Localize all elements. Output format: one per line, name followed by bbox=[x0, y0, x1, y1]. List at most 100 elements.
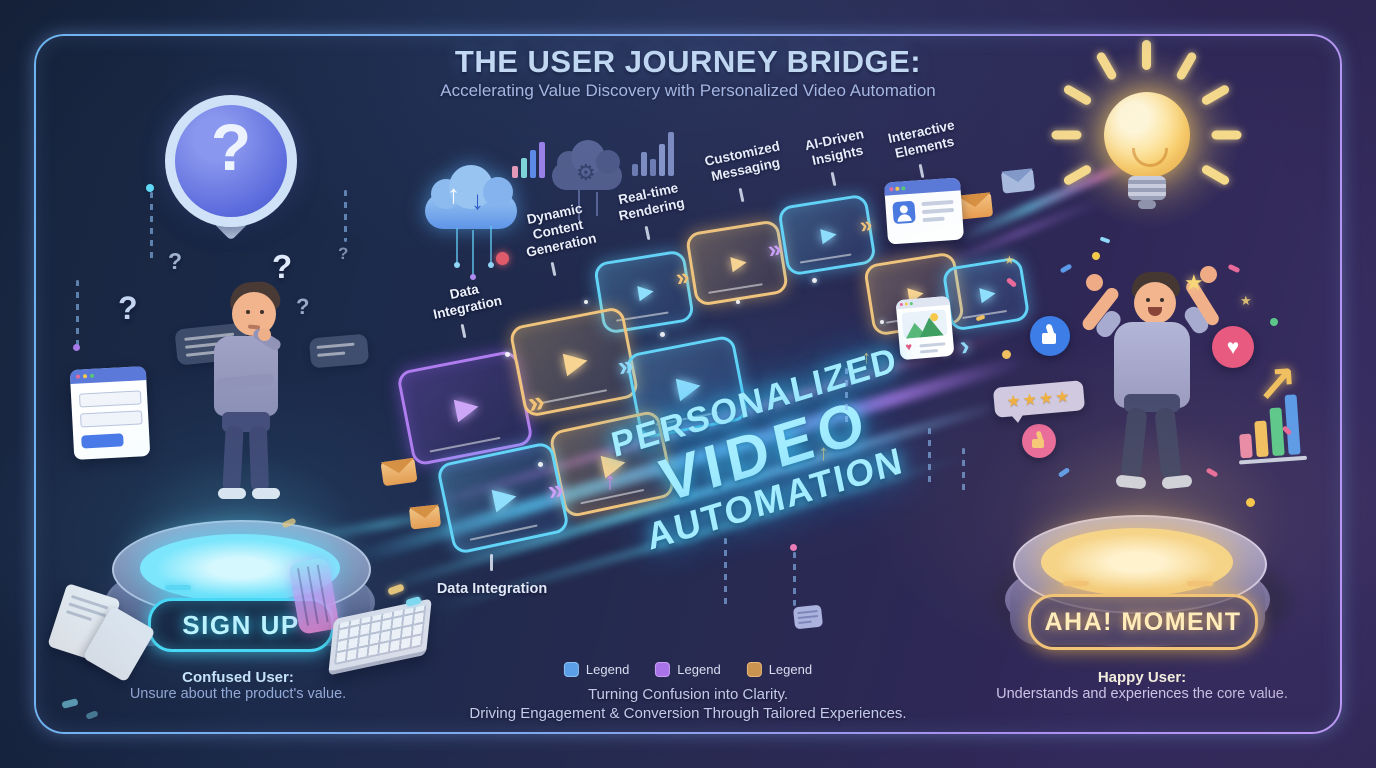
data-stream bbox=[150, 192, 153, 264]
stream-node bbox=[73, 344, 80, 351]
play-icon: ▶ bbox=[819, 222, 839, 247]
label-tick bbox=[490, 554, 493, 571]
question-mark-icon: ? bbox=[296, 294, 310, 319]
data-stream bbox=[928, 428, 931, 484]
legend-label: Legend bbox=[677, 662, 721, 677]
right-caption-text: Understands and experiences the core val… bbox=[996, 686, 1288, 702]
footer-line-1: Turning Confusion into Clarity. bbox=[587, 686, 789, 703]
confetti bbox=[1227, 263, 1241, 274]
data-stream bbox=[76, 280, 79, 346]
confetti bbox=[1092, 252, 1100, 260]
question-bubble: ? bbox=[165, 95, 297, 241]
sparkle-dot bbox=[880, 320, 884, 324]
confetti bbox=[1246, 498, 1255, 507]
sparkle-dot bbox=[538, 462, 543, 467]
chevron-icon: » bbox=[857, 211, 875, 238]
heart-icon: ♥ bbox=[1226, 335, 1240, 359]
profile-card-icon bbox=[883, 177, 965, 245]
legend-item: Legend bbox=[563, 662, 630, 677]
question-mark-icon: ? bbox=[210, 110, 252, 184]
play-icon: ▶ bbox=[490, 478, 520, 516]
legend: Legend Legend Legend bbox=[563, 662, 812, 677]
circuit-line bbox=[490, 226, 492, 264]
legend-swatch-blue bbox=[563, 662, 579, 677]
thumbs-up-icon bbox=[1022, 424, 1056, 458]
circuit-node bbox=[488, 262, 494, 268]
legend-item: Legend bbox=[746, 662, 812, 677]
stage-label-dynamic-content: Dynamic Content Generation bbox=[524, 200, 598, 260]
confetti bbox=[1099, 236, 1111, 244]
cloud-gear-icon: ⚙ bbox=[552, 138, 622, 190]
play-icon: ▶ bbox=[978, 281, 998, 306]
document-icon bbox=[792, 604, 824, 630]
legend-swatch-purple bbox=[655, 662, 671, 677]
play-icon: ▶ bbox=[452, 388, 482, 426]
star-rating-badge: ★★★★ bbox=[992, 380, 1086, 424]
record-dot bbox=[496, 252, 509, 265]
circuit-line bbox=[472, 230, 474, 276]
data-stream bbox=[845, 368, 848, 426]
signup-form-card-icon bbox=[69, 366, 151, 460]
circuit-node bbox=[454, 262, 460, 268]
data-stream bbox=[962, 448, 965, 496]
legend-swatch-gold bbox=[746, 662, 762, 677]
envelope-icon bbox=[1000, 168, 1036, 194]
envelope-icon bbox=[408, 504, 442, 530]
stream-node bbox=[146, 184, 154, 192]
question-mark-icon: ? bbox=[118, 290, 138, 326]
aha-label: AHA! MOMENT bbox=[1044, 607, 1242, 636]
legend-item: Legend bbox=[655, 662, 721, 677]
left-caption-text: Unsure about the product's value. bbox=[129, 686, 347, 702]
data-chip bbox=[85, 710, 99, 720]
bulb-ray bbox=[1142, 40, 1151, 70]
confetti bbox=[1002, 350, 1011, 359]
left-caption: Confused User: Unsure about the product'… bbox=[88, 669, 388, 702]
play-icon: ▶ bbox=[729, 250, 749, 275]
star-icon: ★ bbox=[1240, 293, 1252, 308]
bottom-data-integration-label: Data Integration bbox=[436, 581, 548, 597]
right-caption: Happy User: Understands and experiences … bbox=[958, 669, 1326, 702]
chat-bubble-icon bbox=[308, 333, 370, 369]
mini-bar-chart-icon bbox=[632, 132, 674, 176]
gear-icon: ⚙ bbox=[576, 160, 596, 185]
question-mark-icon: ? bbox=[338, 244, 349, 263]
star-icon: ★ bbox=[1004, 253, 1015, 267]
sparkle-dot bbox=[505, 352, 510, 357]
label-tick bbox=[918, 163, 925, 179]
heart-badge-icon: ♥ bbox=[1212, 326, 1254, 368]
lightbulb-icon bbox=[1040, 40, 1260, 230]
aha-badge: AHA! MOMENT bbox=[1028, 594, 1258, 650]
download-arrow-icon: ↓ bbox=[471, 185, 484, 215]
data-stream bbox=[344, 190, 347, 242]
label-tick bbox=[644, 225, 651, 241]
upload-arrow-icon: ↑ bbox=[447, 179, 460, 209]
mini-bar-chart-icon bbox=[512, 142, 545, 178]
play-icon: ▶ bbox=[561, 342, 591, 380]
circuit-node bbox=[470, 274, 476, 280]
footer-line-2: Driving Engagement & Conversion Through … bbox=[469, 705, 907, 722]
label-tick bbox=[460, 323, 467, 339]
legend-label: Legend bbox=[585, 662, 630, 677]
right-caption-title: Happy User: bbox=[1097, 669, 1187, 686]
sparkle-dot bbox=[660, 332, 665, 337]
bulb-ray bbox=[1211, 130, 1242, 140]
question-mark-icon: ? bbox=[168, 248, 183, 274]
label-tick bbox=[830, 171, 837, 187]
play-icon: ▶ bbox=[636, 279, 656, 304]
sparkle-dot bbox=[584, 300, 588, 304]
stage-label-interactive-elements: Interactive Elements bbox=[886, 117, 956, 161]
stage-label-data-integration: Data Integration bbox=[431, 281, 504, 322]
growth-chart-icon: ↗ bbox=[1233, 355, 1314, 469]
stream-node bbox=[790, 544, 797, 551]
sparkle-dot bbox=[736, 300, 740, 304]
signup-label: SIGN UP bbox=[182, 609, 300, 640]
label-tick bbox=[550, 261, 557, 277]
data-stream bbox=[793, 552, 796, 606]
confetti bbox=[1270, 318, 1278, 326]
stage-label-ai-insights: AI-Driven Insights bbox=[803, 126, 866, 168]
confused-user-figure bbox=[196, 280, 296, 535]
bulb-ray bbox=[1051, 130, 1082, 140]
confetti bbox=[1059, 263, 1073, 274]
rating-stars-icon: ★★★★ bbox=[1005, 388, 1073, 411]
